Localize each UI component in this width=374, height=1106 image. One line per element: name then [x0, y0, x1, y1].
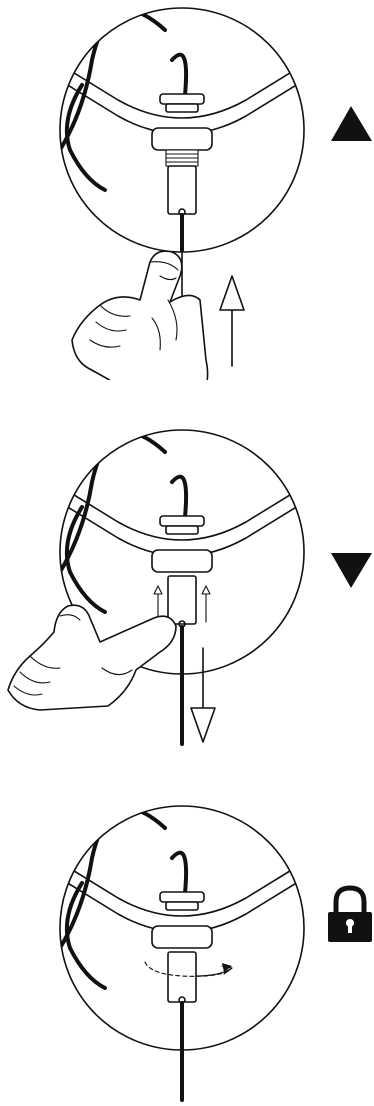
step-3-panel	[0, 750, 374, 1106]
push-up-arrow	[220, 276, 244, 366]
lock-icon	[328, 888, 372, 942]
hand-pinch	[8, 605, 176, 710]
down-triangle-icon	[331, 553, 372, 588]
up-triangle-icon	[331, 106, 372, 141]
sleeve-up-arrow-right	[202, 586, 210, 622]
pull-down-arrow	[191, 648, 215, 742]
step-1-panel	[0, 0, 374, 380]
cable-gripper-fitting	[152, 94, 212, 215]
hand-pinch	[72, 251, 208, 380]
cable-gripper-fitting	[152, 892, 212, 1003]
step-2-panel	[0, 380, 374, 750]
cable-gripper-fitting	[152, 516, 212, 627]
